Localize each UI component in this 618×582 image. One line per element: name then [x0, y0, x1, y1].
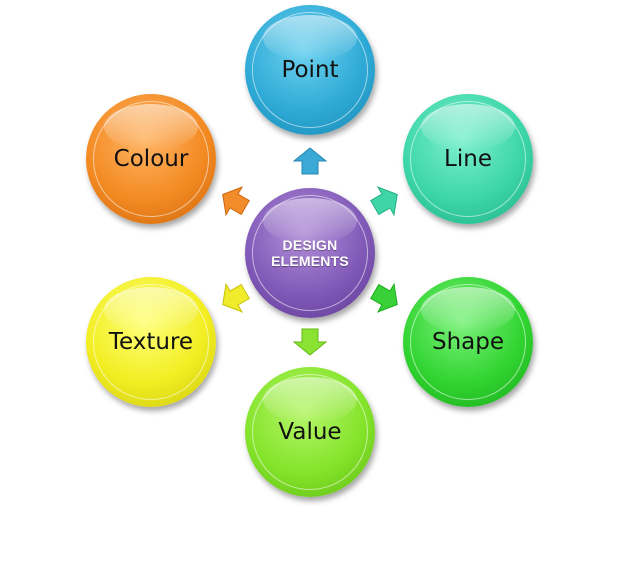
center-title-line1: DESIGN [282, 237, 338, 253]
arrow-to-shape [370, 282, 398, 313]
arrow-to-line [370, 186, 398, 217]
node-texture: Texture [86, 277, 216, 407]
node-texture-label: Texture [108, 329, 194, 355]
node-line-label: Line [444, 146, 492, 172]
node-colour-label: Colour [113, 146, 189, 172]
center-node-design-elements: DESIGN ELEMENTS [245, 188, 375, 318]
arrow-to-value [292, 328, 328, 356]
node-line: Line [403, 94, 533, 224]
node-value: Value [245, 367, 375, 497]
arrow-to-colour [222, 186, 250, 217]
node-colour: Colour [86, 94, 216, 224]
node-point: Point [245, 5, 375, 135]
node-value-label: Value [278, 419, 342, 445]
arrow-to-texture [222, 282, 250, 313]
node-shape: Shape [403, 277, 533, 407]
node-point-label: Point [281, 57, 339, 83]
center-title-line2: ELEMENTS [271, 253, 349, 269]
node-shape-label: Shape [431, 329, 505, 355]
arrow-to-point [292, 147, 328, 175]
